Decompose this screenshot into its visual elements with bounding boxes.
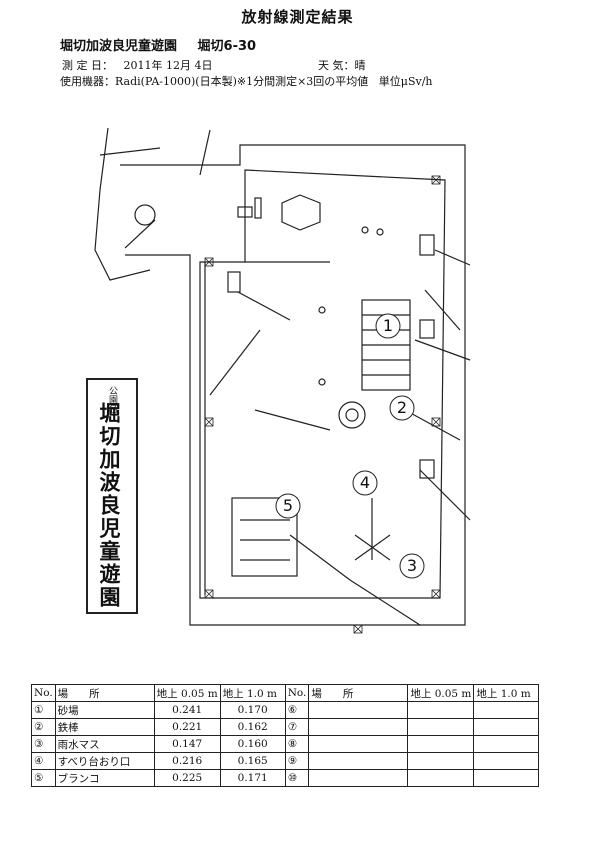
entrance-circle <box>134 204 156 226</box>
park-address: 堀切6-30 <box>197 39 257 54</box>
document-title: 放射線測定結果 <box>241 8 354 26</box>
col-005: 地上 0.05 m <box>153 684 221 702</box>
park-name-sign-text: 堀切加波良児童遊園 <box>97 402 122 609</box>
col-no: No. <box>31 684 56 702</box>
row-value-10-2 <box>473 718 540 736</box>
row-no: ⑤ <box>31 769 56 787</box>
col-10: 地上 1.0 m <box>219 684 286 702</box>
col-no-2: No. <box>284 684 310 702</box>
unit-label: 単位μSv/h <box>378 75 433 88</box>
row-value-005-2 <box>407 735 475 753</box>
weather-line: 天 気：晴 <box>318 57 366 73</box>
marker-3: 3 <box>406 556 418 575</box>
merry-go-round <box>338 401 366 429</box>
marker-2: 2 <box>396 398 408 417</box>
date-line: 測 定 日： 2011年 12月 4日 <box>62 57 212 73</box>
row-place: すべり台おり口 <box>54 752 155 770</box>
row-value-10: 0.171 <box>219 769 286 787</box>
row-no-2: ⑥ <box>284 701 310 719</box>
row-value-10-2 <box>473 735 540 753</box>
marker-5: 5 <box>282 496 294 515</box>
row-value-10: 0.165 <box>219 752 286 770</box>
weather-label: 天 気： <box>318 59 355 72</box>
row-no: ② <box>31 718 56 736</box>
row-value-005: 0.225 <box>153 769 221 787</box>
row-place-2 <box>308 769 409 787</box>
row-no: ③ <box>31 735 56 753</box>
row-value-005: 0.221 <box>153 718 221 736</box>
park-name: 堀切加波良児童遊園 <box>60 39 178 54</box>
col-place-2: 場 所 <box>308 684 409 702</box>
swing-frame <box>231 497 298 577</box>
device-line: 使用機器：Radi(PA-1000)(日本製)※1分間測定×3回の平均値 単位μ… <box>60 73 433 89</box>
marker-1: 1 <box>382 316 394 335</box>
row-place-2 <box>308 735 409 753</box>
row-place-2 <box>308 718 409 736</box>
row-value-10-2 <box>473 752 540 770</box>
row-value-005: 0.241 <box>153 701 221 719</box>
results-table: No. 場 所 地上 0.05 m 地上 1.0 m No. 場 所 地上 0.… <box>31 684 540 787</box>
date-label: 測 定 日： <box>62 59 113 72</box>
outer-boundary <box>120 144 466 626</box>
weather-value: 晴 <box>354 59 366 72</box>
table-header-row: No. 場 所 地上 0.05 m 地上 1.0 m No. 場 所 地上 0.… <box>31 684 540 702</box>
col-place: 場 所 <box>54 684 155 702</box>
row-value-005: 0.147 <box>153 735 221 753</box>
row-value-005-2 <box>407 701 475 719</box>
row-place: 鉄棒 <box>54 718 155 736</box>
row-no-2: ⑧ <box>284 735 310 753</box>
park-heading: 堀切加波良児童遊園 堀切6-30 <box>60 35 272 54</box>
row-value-005-2 <box>407 752 475 770</box>
row-no-2: ⑦ <box>284 718 310 736</box>
device-label: 使用機器： <box>60 75 115 88</box>
row-no-2: ⑩ <box>284 769 310 787</box>
row-place-2 <box>308 701 409 719</box>
restroom-hexagon <box>281 194 321 231</box>
row-value-10-2 <box>473 701 540 719</box>
park-name-sign: 公園名 堀切加波良児童遊園 <box>86 378 138 614</box>
inner-fence <box>199 169 446 599</box>
row-value-10: 0.170 <box>219 701 286 719</box>
row-value-005-2 <box>407 718 475 736</box>
row-value-005-2 <box>407 769 475 787</box>
row-value-005: 0.216 <box>153 752 221 770</box>
row-no-2: ⑨ <box>284 752 310 770</box>
device-value: Radi(PA-1000)(日本製)※1分間測定×3回の平均値 <box>115 75 369 88</box>
park-name-sign-label: 公園名 <box>107 386 117 413</box>
row-place: 砂場 <box>54 701 155 719</box>
row-place-2 <box>308 752 409 770</box>
row-no: ① <box>31 701 56 719</box>
row-value-10: 0.160 <box>219 735 286 753</box>
site-map <box>94 127 471 634</box>
row-no: ④ <box>31 752 56 770</box>
row-place: 雨水マス <box>54 735 155 753</box>
date-value: 2011年 12月 4日 <box>123 59 213 72</box>
col-10-2: 地上 1.0 m <box>473 684 540 702</box>
col-005-2: 地上 0.05 m <box>407 684 475 702</box>
marker-4: 4 <box>359 473 371 492</box>
row-value-10: 0.162 <box>219 718 286 736</box>
row-place: ブランコ <box>54 769 155 787</box>
row-value-10-2 <box>473 769 540 787</box>
